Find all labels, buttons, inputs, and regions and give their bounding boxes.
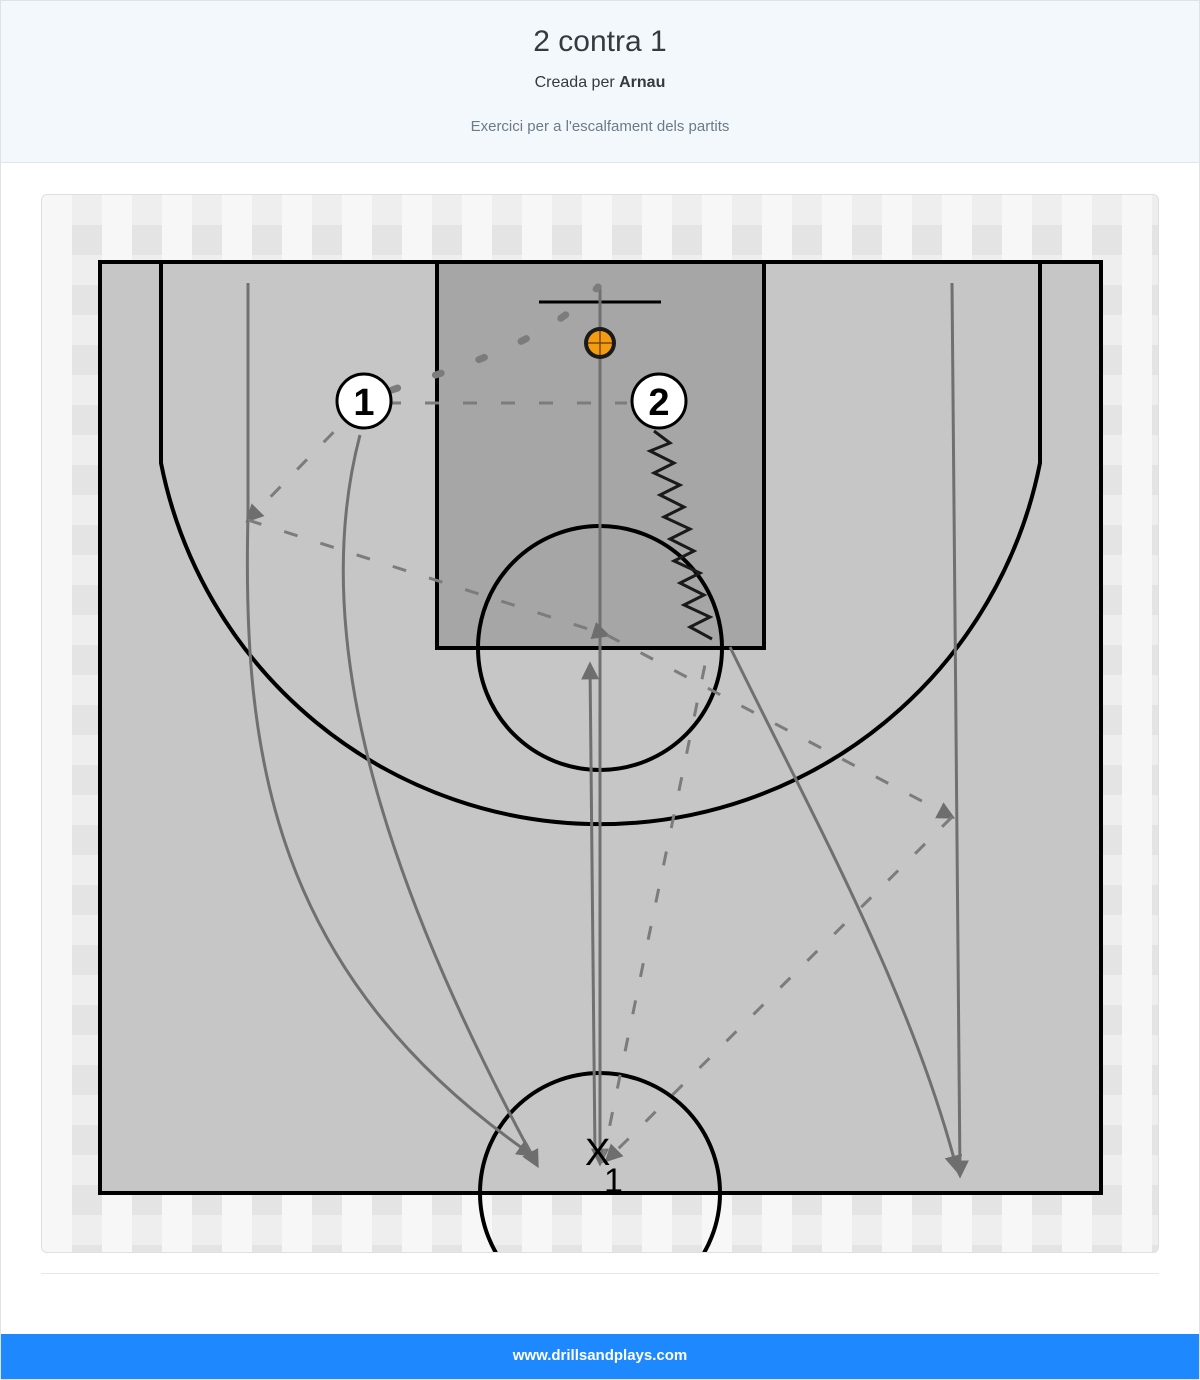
- drill-description: Exercici per a l'escalfament dels partit…: [470, 118, 730, 135]
- content-divider: [41, 1273, 1159, 1274]
- pass-coach-to-lane: [600, 654, 709, 1164]
- left-wing-cut: [245, 283, 535, 1158]
- site-footer: www.drillsandplays.com: [1, 1334, 1199, 1379]
- pass-lines: [245, 283, 956, 1164]
- player-1-label: 1: [353, 382, 374, 424]
- pass-lane-to-right-wing: [606, 633, 956, 819]
- player1-cut: [341, 434, 539, 1169]
- court-diagram: 1 2 X 1: [41, 194, 1159, 1253]
- author-line: Creada per Arnau: [1, 74, 1199, 92]
- player-2-label: 2: [648, 382, 669, 424]
- pass-left-wing-to-lane: [247, 518, 611, 640]
- middle-lane-up: [581, 661, 600, 1156]
- created-by-label: Creada per: [534, 74, 615, 91]
- cut-paths: [245, 282, 969, 1179]
- coach-number: 1: [604, 1162, 623, 1200]
- court-svg: 1 2 X 1: [42, 195, 1158, 1252]
- dribble-path: [646, 429, 714, 641]
- coach-marker: X: [585, 1132, 610, 1174]
- player2-cut: [728, 646, 963, 1174]
- drill-header: 2 contra 1 Creada per Arnau Exercici per…: [1, 1, 1199, 163]
- player-2: 2: [630, 372, 688, 430]
- footer-site-link[interactable]: www.drillsandplays.com: [512, 1347, 688, 1364]
- pass-right-wing-to-coach: [604, 815, 954, 1163]
- player-1: 1: [335, 372, 393, 430]
- pass-1-to-left-wing: [245, 403, 362, 523]
- page-title: 2 contra 1: [533, 25, 667, 58]
- right-wing-cut: [950, 282, 969, 1179]
- author-name: Arnau: [619, 74, 666, 91]
- basketball-icon: [584, 327, 616, 359]
